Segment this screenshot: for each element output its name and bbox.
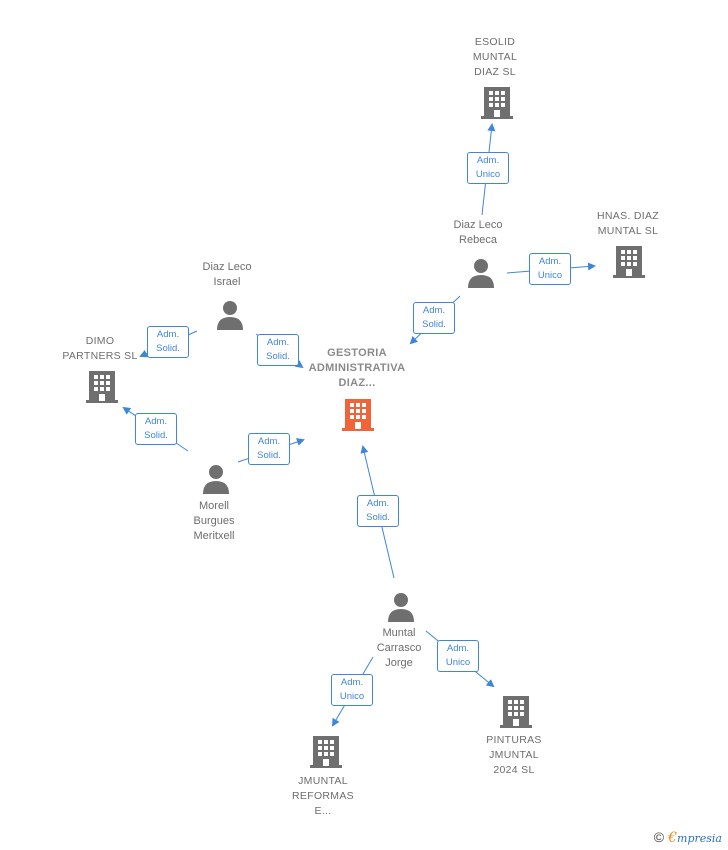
relation-badge-rebeca-esolid[interactable]: Adm. Unico [467, 152, 509, 184]
relation-badge-jorge-jmuntal[interactable]: Adm. Unico [331, 674, 373, 706]
building-icon[interactable] [481, 85, 513, 121]
relation-badge-israel-main[interactable]: Adm. Solid. [257, 334, 299, 366]
node-label-israel: Diaz Leco Israel [202, 261, 252, 288]
node-label-rebeca: Diaz Leco Rebeca [453, 219, 503, 246]
node-label-jmuntal-reformas: JMUNTAL REFORMAS E... [292, 775, 354, 817]
node-label-main: GESTORIA ADMINISTRATIVA DIAZ... [308, 347, 406, 389]
building-icon[interactable] [310, 734, 342, 770]
footer-brand[interactable]: ©€mpresia [654, 829, 722, 846]
person-icon[interactable] [216, 300, 244, 330]
node-label-esolid: ESOLID MUNTAL DIAZ SL [472, 36, 518, 78]
building-icon[interactable] [342, 397, 374, 433]
relation-badge-jorge-pinturas[interactable]: Adm. Unico [437, 640, 479, 672]
brand-logo-letter: € [668, 830, 678, 846]
node-label-pinturas: PINTURAS JMUNTAL 2024 SL [486, 734, 542, 776]
building-icon[interactable] [613, 244, 645, 280]
node-label-jorge: Muntal Carrasco Jorge [376, 627, 422, 669]
relation-badge-rebeca-hnas[interactable]: Adm. Unico [529, 253, 571, 285]
person-icon[interactable] [202, 464, 230, 494]
person-icon[interactable] [387, 592, 415, 622]
node-label-meritxell: Morell Burgues Meritxell [193, 500, 235, 542]
relation-badge-jorge-main[interactable]: Adm. Solid. [357, 495, 399, 527]
building-icon[interactable] [86, 369, 118, 405]
copyright-icon: © [653, 829, 665, 845]
relation-badge-rebeca-main[interactable]: Adm. Solid. [413, 302, 455, 334]
person-icon[interactable] [467, 258, 495, 288]
node-label-dimo: DIMO PARTNERS SL [62, 335, 138, 362]
building-icon[interactable] [500, 694, 532, 730]
relation-badge-israel-dimo[interactable]: Adm. Solid. [147, 326, 189, 358]
relation-badge-meritxell-main[interactable]: Adm. Solid. [248, 433, 290, 465]
brand-name: mpresia [677, 832, 722, 845]
node-label-hnas: HNAS. DIAZ MUNTAL SL [597, 210, 659, 237]
relation-badge-meritxell-dimo[interactable]: Adm. Solid. [135, 413, 177, 445]
